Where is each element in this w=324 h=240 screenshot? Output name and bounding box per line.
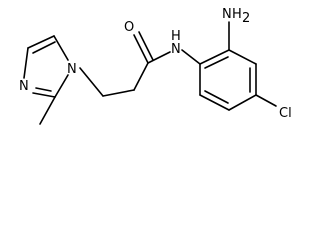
bond-ring-c5-c6-inner bbox=[204, 90, 229, 104]
bond-ch2-carbonyl bbox=[133, 62, 149, 91]
bond-ring-c2-c3 bbox=[228, 49, 257, 65]
bond-imidazole-n3-c4 bbox=[23, 47, 29, 79]
bond-imidazole-c2-methyl bbox=[39, 96, 56, 125]
atom-label-layer: N H 2 N H O Cl N N bbox=[19, 7, 292, 121]
bond-layer bbox=[23, 21, 277, 125]
atom-label-carbonyl-o: O bbox=[124, 20, 134, 35]
bond-imidazole-n1-c2 bbox=[54, 74, 69, 98]
atom-label-imidazole-n3: N bbox=[19, 79, 29, 94]
bond-carbonyl-o bbox=[133, 34, 149, 64]
bond-ring-c1-c2 bbox=[199, 49, 230, 65]
bond-imidazole-c5-n1 bbox=[53, 35, 69, 61]
bond-n1-ch2 bbox=[79, 67, 104, 97]
bond-imidazole-c2-n3 bbox=[32, 92, 56, 98]
bond-ring-c5-c6 bbox=[199, 94, 230, 111]
atom-label-amine-n: N bbox=[222, 7, 232, 22]
bond-ring-c1-c2-inner bbox=[204, 56, 229, 69]
chemical-structure-drawing: N H 2 N H O Cl N N bbox=[19, 7, 292, 125]
atom-label-amine-h: H bbox=[232, 7, 242, 22]
atom-label-imidazole-n1: N bbox=[67, 62, 77, 77]
atom-label-amine-h-count: 2 bbox=[242, 11, 250, 26]
bond-ring-c4-c5 bbox=[228, 94, 257, 111]
bond-imidazole-c4-c5 bbox=[27, 35, 55, 49]
atom-label-amide-n: N bbox=[171, 42, 181, 57]
bond-carbonyl-o-double bbox=[138, 31, 154, 61]
atom-label-amide-h: H bbox=[171, 29, 181, 44]
bond-ch2-ch2 bbox=[102, 89, 135, 97]
bond-carbonyl-nh bbox=[147, 51, 171, 64]
bond-imidazole-c4-c5-double bbox=[32, 41, 56, 54]
bond-imidazole-c2-n3-double bbox=[35, 87, 52, 92]
bond-ring-chlorine bbox=[255, 94, 277, 107]
atom-label-chlorine: Cl bbox=[279, 106, 292, 121]
bond-nh-ring bbox=[181, 49, 201, 65]
